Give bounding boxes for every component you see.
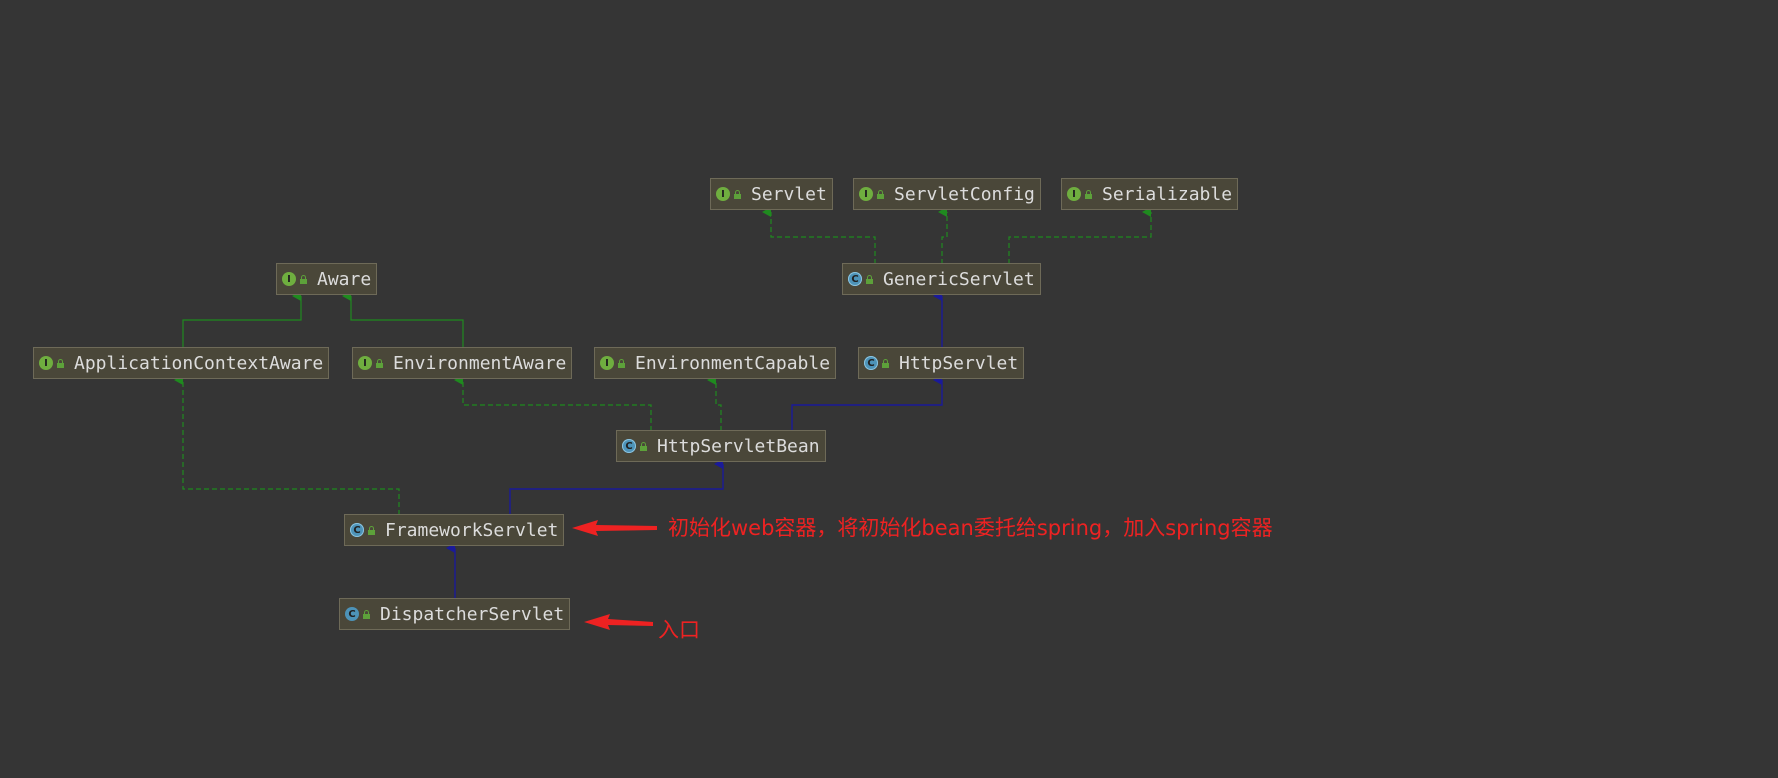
node-label: FrameworkServlet [385,519,559,541]
edge-environmentaware-aware [342,291,464,348]
node-servlet[interactable]: I Servlet [710,178,833,210]
node-label: ServletConfig [894,183,1035,205]
node-label: DispatcherServlet [380,603,565,625]
node-label: EnvironmentAware [393,352,567,374]
edge-frameworkservlet-httpservletbean [509,459,724,515]
node-environmentaware[interactable]: I EnvironmentAware [352,347,573,379]
node-label: EnvironmentCapable [635,352,831,374]
interface-icon: I [282,272,296,286]
node-environmentcapable[interactable]: I EnvironmentCapable [594,347,837,379]
node-dispatcherservlet[interactable]: C DispatcherServlet [339,598,571,630]
edge-httpservletbean-environmentaware [454,375,652,431]
public-lock-icon [733,189,742,199]
node-label: HttpServletBean [657,435,820,457]
annotation-entry: 入口 [658,618,700,642]
annotation-arrow-framework [572,520,657,536]
abstract-class-icon: C [350,523,364,537]
edge-genericservlet-servlet [762,207,876,264]
node-aware[interactable]: I Aware [276,263,378,295]
interface-icon: I [39,356,53,370]
node-label: GenericServlet [883,268,1035,290]
node-serializable[interactable]: I Serializable [1061,178,1239,210]
edge-httpservletbean-httpservlet [791,375,943,431]
node-applicationcontextaware[interactable]: I ApplicationContextAware [33,347,330,379]
public-lock-icon [299,274,308,284]
annotation-arrow-entry [584,614,653,630]
interface-icon: I [859,187,873,201]
abstract-class-icon: C [848,272,862,286]
abstract-class-icon: C [622,439,636,453]
interface-icon: I [1067,187,1081,201]
edge-applicationcontextaware-aware [182,291,302,348]
public-lock-icon [639,441,648,451]
public-lock-icon [865,274,874,284]
public-lock-icon [1084,189,1093,199]
class-icon: C [345,607,359,621]
public-lock-icon [876,189,885,199]
node-httpservlet[interactable]: C HttpServlet [858,347,1025,379]
annotation-frameworkservlet: 初始化web容器，将初始化bean委托给spring，加入spring容器 [668,516,1273,540]
public-lock-icon [375,358,384,368]
node-label: ApplicationContextAware [74,352,324,374]
edge-httpservletbean-environmentcapable [707,375,722,431]
node-servletconfig[interactable]: I ServletConfig [853,178,1041,210]
public-lock-icon [56,358,65,368]
node-label: Serializable [1102,183,1233,205]
interface-icon: I [600,356,614,370]
public-lock-icon [881,358,890,368]
node-frameworkservlet[interactable]: C FrameworkServlet [344,514,565,546]
edge-genericservlet-serializable [1008,207,1152,264]
node-label: HttpServlet [899,352,1019,374]
node-httpservletbean[interactable]: C HttpServletBean [616,430,826,462]
node-label: Servlet [751,183,827,205]
edge-frameworkservlet-applicationcontextaware [174,375,400,515]
interface-icon: I [716,187,730,201]
edge-genericservlet-servletconfig [938,207,948,264]
public-lock-icon [617,358,626,368]
node-label: Aware [317,268,372,290]
node-genericservlet[interactable]: C GenericServlet [842,263,1041,295]
abstract-class-icon: C [864,356,878,370]
public-lock-icon [362,609,371,619]
public-lock-icon [367,525,376,535]
interface-icon: I [358,356,372,370]
